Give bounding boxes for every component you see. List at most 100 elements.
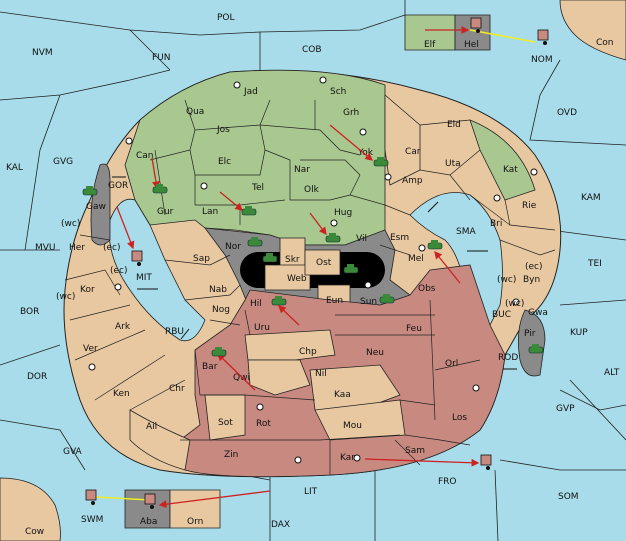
label-Nab: Nab xyxy=(209,285,227,295)
label-Hel: Hel xyxy=(464,40,479,50)
army-tank-icon[interactable] xyxy=(325,233,341,243)
label-wc2: (wc) xyxy=(497,275,516,285)
label-Orl: Orl xyxy=(445,359,458,369)
province-Pir[interactable] xyxy=(517,309,546,377)
army-tank-icon[interactable] xyxy=(271,296,287,306)
label-Mel: Mel xyxy=(408,254,424,264)
label-Qua: Qua xyxy=(186,107,204,117)
fleet-icon[interactable] xyxy=(537,29,549,45)
army-tank-icon[interactable] xyxy=(82,186,98,196)
army-tank-icon[interactable] xyxy=(528,344,544,354)
label-SOM: SOM xyxy=(558,492,579,502)
label-Amp: Amp xyxy=(402,176,423,186)
fleet-icon[interactable] xyxy=(85,489,97,505)
province-Con[interactable] xyxy=(559,0,626,61)
province-Ost[interactable] xyxy=(304,249,341,276)
label-DOR: DOR xyxy=(27,372,47,382)
army-tank-icon[interactable] xyxy=(152,184,168,194)
label-SMA: SMA xyxy=(456,227,476,237)
label-Ver: Ver xyxy=(83,344,98,354)
label-Kat: Kat xyxy=(503,165,518,175)
label-KAM: KAM xyxy=(581,193,601,203)
label-Nor: Nor xyxy=(225,242,241,252)
label-wc3: (wc) xyxy=(56,292,75,302)
label-Sap: Sap xyxy=(193,254,210,264)
label-ec2: (ec) xyxy=(525,262,543,272)
army-tank-icon[interactable] xyxy=(373,157,389,167)
label-KAL: KAL xyxy=(6,163,23,173)
province-Gaw[interactable] xyxy=(90,163,111,246)
inner-sea-gor xyxy=(108,198,206,342)
province-Ail[interactable] xyxy=(129,409,191,471)
label-Orn: Orn xyxy=(187,517,203,527)
province-Car[interactable] xyxy=(384,94,421,186)
label-MVU: MVU xyxy=(35,243,56,253)
province-Kat[interactable] xyxy=(469,119,536,201)
label-Mou: Mou xyxy=(343,421,362,431)
label-Web: Web xyxy=(287,274,307,284)
label-Car: Car xyxy=(405,147,421,157)
label-KUP: KUP xyxy=(570,328,588,338)
label-Qwi: Qwi xyxy=(233,373,250,383)
label-Bri: Bri xyxy=(490,219,502,229)
label-MIT: MIT xyxy=(136,273,152,283)
label-Kor: Kor xyxy=(80,285,95,295)
army-tank-icon[interactable] xyxy=(262,253,278,263)
label-Ost: Ost xyxy=(316,258,332,268)
label-Nil: Nil xyxy=(315,369,327,379)
label-Cow: Cow xyxy=(25,527,44,537)
label-LIT: LIT xyxy=(304,487,318,497)
label-Lan: Lan xyxy=(202,207,218,217)
label-ec3: (ec) xyxy=(110,266,128,276)
label-BUC: BUC xyxy=(492,310,511,320)
label-Jos: Jos xyxy=(216,125,230,135)
label-Sam: Sam xyxy=(405,446,425,456)
fleet-icon[interactable] xyxy=(470,17,482,33)
label-Kar: Kar xyxy=(340,453,355,463)
label-Gaw: Gaw xyxy=(86,202,106,212)
province-Cow[interactable] xyxy=(0,477,61,541)
label-Elc: Elc xyxy=(218,157,231,167)
label-Can: Can xyxy=(136,151,154,161)
label-Chp: Chp xyxy=(299,347,317,357)
province-Kaa[interactable] xyxy=(309,364,401,411)
label-Hil: Hil xyxy=(250,299,262,309)
province-borders xyxy=(64,99,556,475)
fleet-icon[interactable] xyxy=(144,493,156,509)
label-GVP: GVP xyxy=(556,404,575,414)
army-tank-icon[interactable] xyxy=(247,237,263,247)
label-Ark: Ark xyxy=(115,322,131,332)
label-Aba: Aba xyxy=(140,517,157,527)
army-tank-icon[interactable] xyxy=(343,264,359,274)
label-BOR: BOR xyxy=(20,307,39,317)
label-Sch: Sch xyxy=(330,87,346,97)
fleet-icon[interactable] xyxy=(131,250,143,266)
label-GVA: GVA xyxy=(63,447,83,457)
army-tank-icon[interactable] xyxy=(211,347,227,357)
label-Obs: Obs xyxy=(418,284,436,294)
label-Vil: Vil xyxy=(356,234,367,244)
label-ALT: ALT xyxy=(604,368,620,378)
province-Chp[interactable] xyxy=(244,329,336,361)
label-GOR: GOR xyxy=(108,181,128,191)
fleet-icon[interactable] xyxy=(480,454,492,470)
army-tank-icon[interactable] xyxy=(427,240,443,250)
label-Olk: Olk xyxy=(304,185,320,195)
label-GVG: GVG xyxy=(53,157,73,167)
army-tank-icon[interactable] xyxy=(379,294,395,304)
label-Hug: Hug xyxy=(334,208,352,218)
label-TEI: TEI xyxy=(587,259,602,269)
label-Chr: Chr xyxy=(169,384,185,394)
province-Web[interactable] xyxy=(264,264,311,291)
province-Nil[interactable] xyxy=(247,359,311,396)
army-tank-icon[interactable] xyxy=(241,206,257,216)
label-ec1: (ec) xyxy=(103,243,121,253)
label-Con: Con xyxy=(596,38,614,48)
label-Sot: Sot xyxy=(218,418,233,428)
label-FUN: FUN xyxy=(152,53,171,63)
label-Uru: Uru xyxy=(254,323,270,333)
label-RBU: RBU xyxy=(165,327,184,337)
label-Grh: Grh xyxy=(343,108,359,118)
